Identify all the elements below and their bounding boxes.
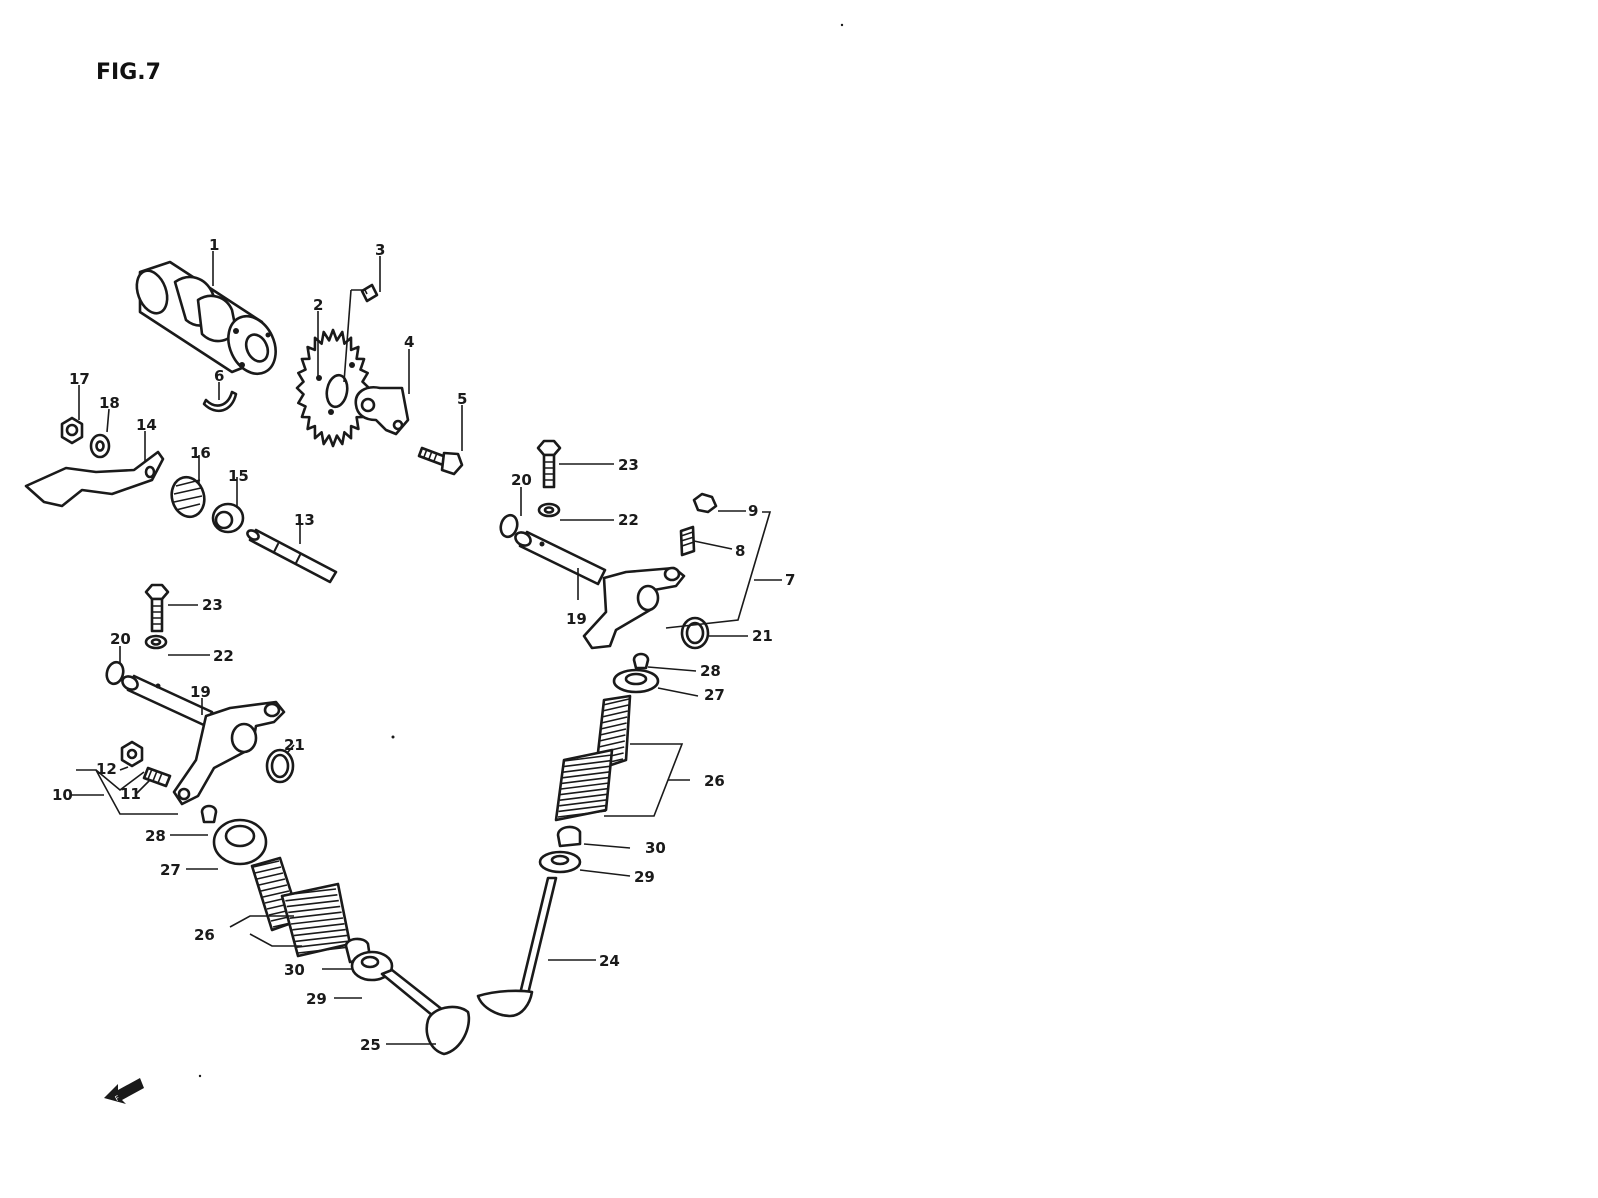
callout-21-right: 21: [752, 627, 773, 645]
valve-25-intake: [380, 968, 471, 1056]
rocker-arm-10-left: [172, 700, 286, 806]
callout-2: 2: [313, 296, 323, 314]
bushing-15: [211, 502, 245, 534]
callout-19-left: 19: [190, 683, 211, 701]
figure-label: FIG.7: [96, 60, 161, 85]
lock-washer: [354, 386, 410, 436]
callout-28-left: 28: [145, 827, 166, 845]
retainer-27-left: [212, 818, 268, 866]
callout-26-left: 26: [194, 926, 215, 944]
callout-8: 8: [735, 542, 745, 560]
valve-spring-26-left: [250, 856, 352, 958]
cotter-28-left: [200, 804, 218, 824]
callout-6: 6: [214, 367, 224, 385]
callout-1: 1: [209, 236, 219, 254]
dowel-pin: [360, 283, 379, 303]
callout-4: 4: [404, 333, 414, 351]
callout-15: 15: [228, 467, 249, 485]
callout-17: 17: [69, 370, 90, 388]
adjuster-8: [679, 525, 696, 557]
callout-29-right: 29: [634, 868, 655, 886]
nut-17: [60, 416, 84, 445]
spring-16: [170, 475, 206, 519]
retainer-27-right: [612, 668, 660, 694]
washer-21-right: [680, 616, 710, 650]
callout-5: 5: [457, 390, 467, 408]
callout-12: 12: [96, 760, 117, 778]
valve-spring-26-right: [554, 694, 632, 822]
cotter-28-right: [632, 652, 650, 670]
callout-18: 18: [99, 394, 120, 412]
bracket-14: [24, 450, 165, 508]
washer-18: [89, 433, 111, 459]
callout-27-right: 27: [704, 686, 725, 704]
valve-seal-30-right: [556, 825, 582, 848]
cam-clip: [202, 390, 238, 413]
callout-19-right: 19: [566, 610, 587, 628]
bolt-23-left: [144, 583, 170, 633]
leader-lines: [70, 251, 782, 1045]
adjuster-11: [142, 766, 172, 788]
rocker-shaft-19-right: [514, 530, 607, 586]
oring-20-right: [499, 513, 519, 539]
svg-text:F: F: [114, 1094, 121, 1103]
callout-7: 7: [785, 571, 795, 589]
callout-9: 9: [748, 502, 758, 520]
callout-21-left: 21: [284, 736, 305, 754]
callout-16: 16: [190, 444, 211, 462]
callout-labels: 1 2 3 4 5 6 7 8 9 10 11 12 13 14 15 16 1…: [52, 236, 795, 1054]
callout-3: 3: [375, 241, 385, 259]
sprocket-bolt: [417, 446, 464, 476]
callout-30-right: 30: [645, 839, 666, 857]
spring-seat-29-right: [538, 850, 582, 874]
callout-20-left: 20: [110, 630, 131, 648]
washer-22-right: [537, 502, 561, 518]
callout-25: 25: [360, 1036, 381, 1054]
callout-28-right: 28: [700, 662, 721, 680]
bolt-23-right: [536, 439, 562, 489]
callout-20-right: 20: [511, 471, 532, 489]
front-direction-arrow-icon: F: [104, 1078, 144, 1104]
callout-22-left: 22: [213, 647, 234, 665]
callout-23-right: 23: [618, 456, 639, 474]
callout-27-left: 27: [160, 861, 181, 879]
oring-20-left: [105, 660, 125, 686]
cam-sprocket: [295, 328, 371, 448]
rocker-shaft-19-left: [121, 674, 214, 728]
callout-14: 14: [136, 416, 157, 434]
nut-12: [120, 740, 144, 768]
callout-29-left: 29: [306, 990, 327, 1008]
callout-26-right: 26: [704, 772, 725, 790]
callout-24: 24: [599, 952, 620, 970]
nut-9: [692, 492, 718, 514]
shaft-13: [246, 528, 338, 584]
washer-21-left: [265, 748, 295, 784]
callout-23-left: 23: [202, 596, 223, 614]
rocker-arm-7-right: [582, 566, 686, 650]
callout-13: 13: [294, 511, 315, 529]
callout-10: 10: [52, 786, 73, 804]
valve-24-exhaust: [476, 876, 558, 1018]
callout-11: 11: [120, 785, 141, 803]
camshaft: [135, 260, 277, 376]
washer-22-left: [144, 634, 168, 650]
callout-22-right: 22: [618, 511, 639, 529]
callout-30-left: 30: [284, 961, 305, 979]
